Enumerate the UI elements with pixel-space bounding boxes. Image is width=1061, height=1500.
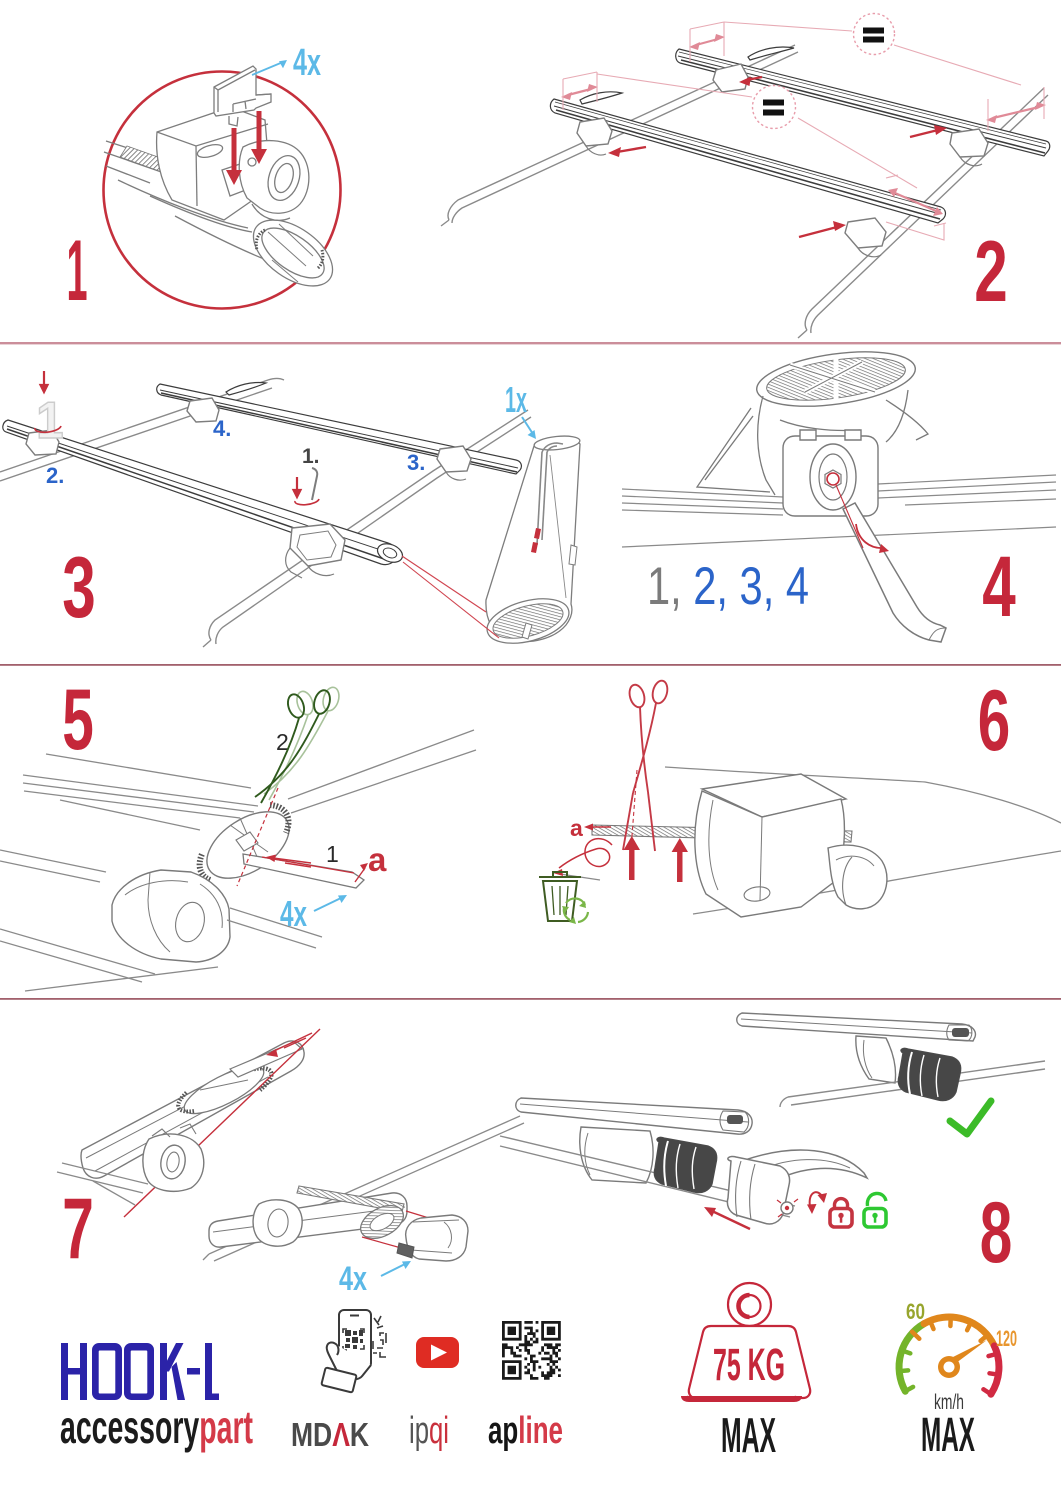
svg-text:MAX: MAX [921,1409,975,1462]
svg-text:4x: 4x [339,1260,367,1298]
svg-text:1, 2, 3, 4: 1, 2, 3, 4 [647,557,809,616]
svg-text:MAX: MAX [721,1409,776,1463]
svg-text:a: a [368,841,387,878]
svg-text:2: 2 [276,729,289,755]
svg-text:7: 7 [62,1181,94,1277]
svg-text:4.: 4. [213,416,231,441]
svg-text:apline: apline [488,1410,563,1452]
svg-text:ipqi: ipqi [409,1410,449,1452]
svg-text:75 KG: 75 KG [713,1339,785,1390]
svg-text:km/h: km/h [934,1391,964,1414]
svg-text:4x: 4x [280,893,307,934]
svg-text:accessorypart: accessorypart [60,1401,253,1453]
svg-text:4x: 4x [293,42,321,84]
svg-text:1.: 1. [302,445,320,468]
svg-text:1: 1 [66,224,87,320]
svg-text:120: 120 [996,1326,1017,1351]
svg-text:2: 2 [974,223,1007,319]
svg-text:8: 8 [980,1184,1013,1281]
svg-text:60: 60 [906,1299,925,1324]
svg-text:1: 1 [36,391,63,449]
svg-text:6: 6 [978,672,1011,769]
svg-text:a: a [570,815,583,841]
svg-text:1: 1 [326,841,339,867]
svg-text:3.: 3. [407,450,425,475]
svg-text:4: 4 [982,538,1015,634]
svg-text:1x: 1x [505,379,527,420]
svg-text:3: 3 [62,539,95,635]
svg-text:5: 5 [62,672,94,768]
svg-text:2.: 2. [46,463,64,488]
svg-text:MDΛK: MDΛK [291,1416,369,1453]
